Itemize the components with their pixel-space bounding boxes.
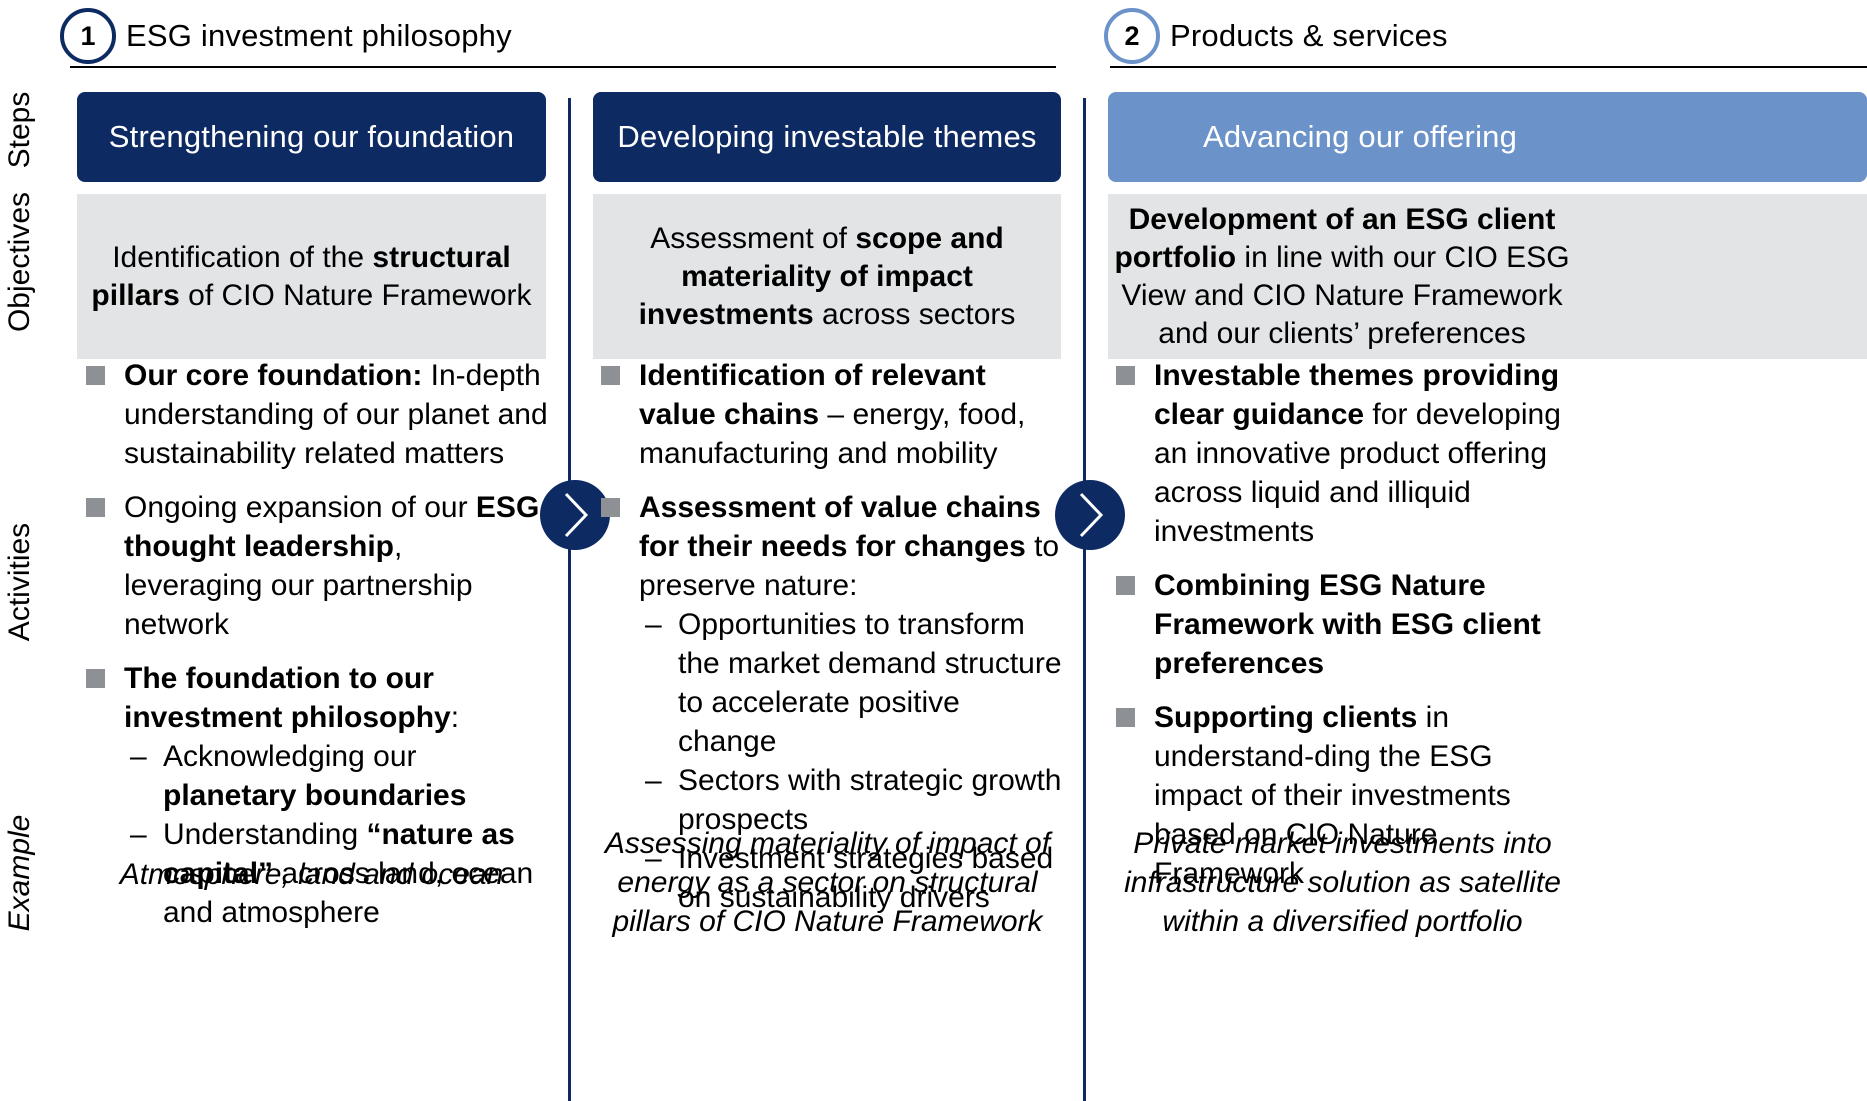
bullet-square-icon (601, 498, 620, 517)
row-label-objectives: Objectives (3, 191, 36, 333)
section-rule (70, 66, 1056, 68)
bullet-square-icon (1116, 366, 1135, 385)
row-label-steps: Steps (3, 91, 36, 169)
activity-item: Ongoing expansion of our ESG thought lea… (78, 488, 548, 644)
example-text-2: Assessing materiality of impact of energ… (604, 827, 1051, 938)
bullet-square-icon (86, 498, 105, 517)
bullet-square-icon (1116, 576, 1135, 595)
objective-text: Assessment of scope and materiality of i… (638, 221, 1016, 331)
chevron-right-icon (540, 480, 610, 550)
activities-list-2: Identification of relevant value chains … (593, 356, 1063, 917)
sub-item: – Understanding “nature as capital” acro… (78, 815, 548, 932)
sub-item: – Investment strategies based on sustain… (593, 839, 1063, 917)
activity-item: Investable themes providing clear guidan… (1108, 356, 1568, 551)
section-title: Products & services (1170, 18, 1448, 53)
activity-item: Supporting clients in understand-ding th… (1108, 698, 1568, 893)
activity-item: The foundation to our investment philoso… (78, 659, 548, 932)
sub-item: – Opportunities to transform the market … (593, 605, 1063, 761)
dash-marker: – (645, 764, 662, 797)
section-title: ESG investment philosophy (126, 18, 512, 53)
section-rule (1110, 66, 1867, 68)
row-label-example: Example (3, 814, 36, 932)
section-number-badge: 2 (1104, 8, 1160, 64)
activities-list-1: Our core foundation: In-depth understand… (78, 356, 548, 947)
section-header-1: 1 ESG investment philosophy (60, 8, 512, 64)
sub-item: – Acknowledging our planetary boundaries (78, 737, 548, 815)
bullet-square-icon (86, 366, 105, 385)
section-header-2: 2 Products & services (1104, 8, 1448, 64)
chevron-right-icon (1055, 480, 1125, 550)
dash-marker: – (130, 818, 147, 851)
step-box-themes: Developing investable themes (593, 92, 1061, 182)
dash-marker: – (130, 740, 147, 773)
activity-item: Identification of relevant value chains … (593, 356, 1063, 473)
step-box-offering: Advancing our offering (1108, 92, 1867, 182)
dash-marker: – (645, 842, 662, 875)
example-text-1: Atmosphere, land and ocean (119, 858, 504, 891)
sub-item: – Sectors with strategic growth prospect… (593, 761, 1063, 839)
bullet-square-icon (1116, 708, 1135, 727)
activity-item: Assessment of value chains for their nee… (593, 488, 1063, 917)
activity-item: Combining ESG Nature Framework with ESG … (1108, 566, 1568, 683)
objective-text: Identification of the structural pillars… (91, 240, 532, 312)
objective-text: Development of an ESG client portfolio i… (1114, 202, 1570, 350)
activities-list-3: Investable themes providing clear guidan… (1108, 356, 1568, 908)
bullet-square-icon (601, 366, 620, 385)
dash-marker: – (645, 608, 662, 641)
column-separator (1083, 98, 1086, 1101)
example-text-3: Private market investments into infrastr… (1124, 827, 1561, 938)
objective-box-3: Development of an ESG client portfolio i… (1108, 194, 1867, 359)
row-label-activities: Activities (3, 522, 36, 642)
step-box-foundation: Strengthening our foundation (77, 92, 546, 182)
objective-box-2: Assessment of scope and materiality of i… (593, 194, 1061, 359)
section-number-badge: 1 (60, 8, 116, 64)
column-separator (568, 98, 571, 1101)
activity-item: Our core foundation: In-depth understand… (78, 356, 548, 473)
bullet-square-icon (86, 669, 105, 688)
objective-box-1: Identification of the structural pillars… (77, 194, 546, 359)
